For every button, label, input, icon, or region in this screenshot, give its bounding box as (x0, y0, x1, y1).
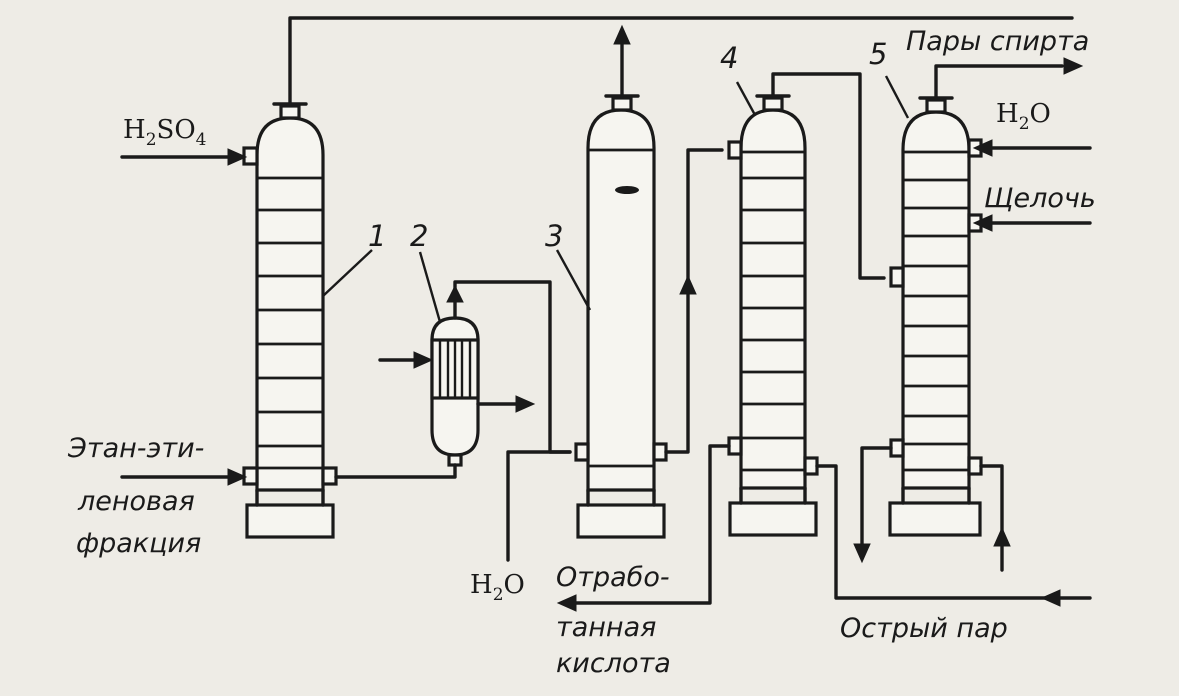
column-5-base (888, 501, 982, 537)
label-spent-acid-line2: танная (556, 612, 656, 643)
column-4-base (728, 501, 818, 537)
column-3-base (576, 503, 666, 539)
number-1: 1 (368, 219, 386, 253)
arrow-up-exchanger-top (446, 284, 464, 303)
label-spent-acid-line3: кислота (556, 648, 671, 679)
heat-exchanger-2 (430, 316, 480, 467)
label-water-left: H2O (470, 570, 525, 605)
piping (120, 16, 1092, 605)
label-live-steam: Острый пар (840, 613, 1008, 644)
column-5 (888, 96, 983, 537)
column-5-trays (903, 150, 969, 472)
label-feed-line2: леновая (77, 486, 195, 517)
column-1 (242, 102, 338, 539)
label-feed-line1: Этан-эти- (67, 433, 204, 464)
arrow-right-coolant-out (515, 395, 536, 413)
flow-arrows (227, 24, 1084, 612)
arrow-left-water-5 (972, 139, 993, 157)
arrow-right-feed (227, 468, 248, 486)
column-1-trays (257, 176, 323, 470)
number-5: 5 (869, 37, 887, 71)
column-3 (574, 94, 668, 539)
arrow-right-coolant-in (413, 351, 434, 369)
leader-lines (322, 75, 910, 323)
column-1-base (245, 503, 335, 539)
column-4-trays (741, 150, 805, 472)
label-alkali: Щелочь (984, 183, 1096, 214)
arrow-up-column-3-vapor (613, 24, 631, 45)
arrow-left-alkali (972, 214, 993, 232)
number-4: 4 (720, 41, 738, 75)
number-3: 3 (545, 219, 563, 253)
column-4 (727, 94, 819, 537)
label-spent-acid-line1: Отрабо- (556, 562, 670, 593)
arrow-left-spent-acid (556, 594, 577, 612)
arrow-left-steam (1040, 589, 1061, 607)
arrow-right-alcohol-vapors (1063, 57, 1084, 75)
arrow-right-h2so4 (227, 148, 248, 166)
label-water-right: H2O (996, 99, 1051, 134)
arrow-up-live-steam (993, 526, 1011, 547)
label-h2so4: H2SO4 (123, 115, 206, 150)
arrow-down-column-5-out (853, 543, 871, 564)
label-alcohol-vapors: Пары спирта (906, 26, 1089, 57)
label-feed-line3: фракция (76, 528, 201, 559)
number-2: 2 (410, 219, 428, 253)
arrow-up-column-4-feed (679, 274, 697, 295)
